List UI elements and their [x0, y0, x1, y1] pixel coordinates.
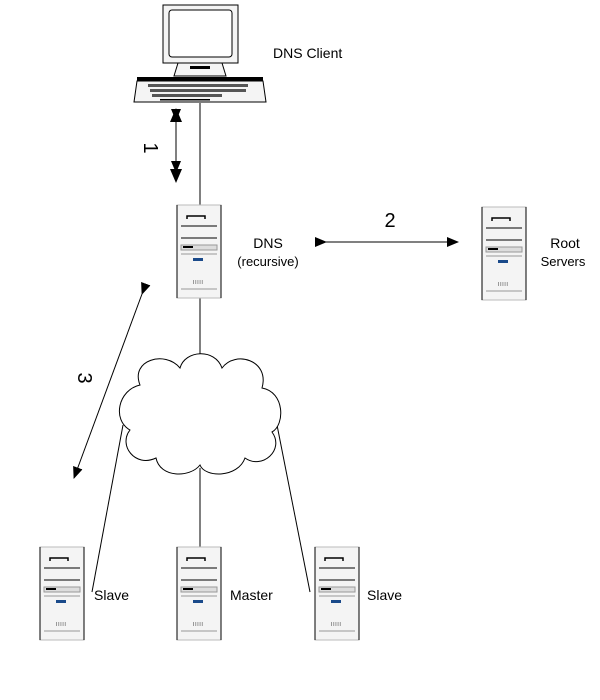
slave-left-label: Slave — [94, 587, 129, 603]
root-sublabel: Servers — [541, 254, 586, 269]
cloud-slave-right-link — [276, 424, 311, 593]
dns-sublabel: (recursive) — [237, 254, 298, 269]
cloud-slave-left-link — [91, 424, 124, 593]
step-1-label: 1 — [139, 142, 161, 153]
slave-left-server — [39, 546, 85, 641]
root-server — [481, 206, 527, 301]
master-label: Master — [230, 587, 273, 603]
step-3-label: 3 — [73, 372, 95, 383]
dns-server — [176, 204, 222, 299]
dns-label: DNS — [253, 235, 283, 251]
root-label: Root — [550, 235, 580, 251]
dns-client-computer — [133, 4, 267, 103]
step-2-label: 2 — [384, 210, 395, 232]
slave-right-server — [314, 546, 360, 641]
slave-right-label: Slave — [367, 587, 402, 603]
internet-cloud — [119, 353, 282, 475]
arrow-step-3 — [73, 281, 151, 479]
dns-client-label: DNS Client — [273, 45, 342, 61]
master-server — [176, 546, 222, 641]
